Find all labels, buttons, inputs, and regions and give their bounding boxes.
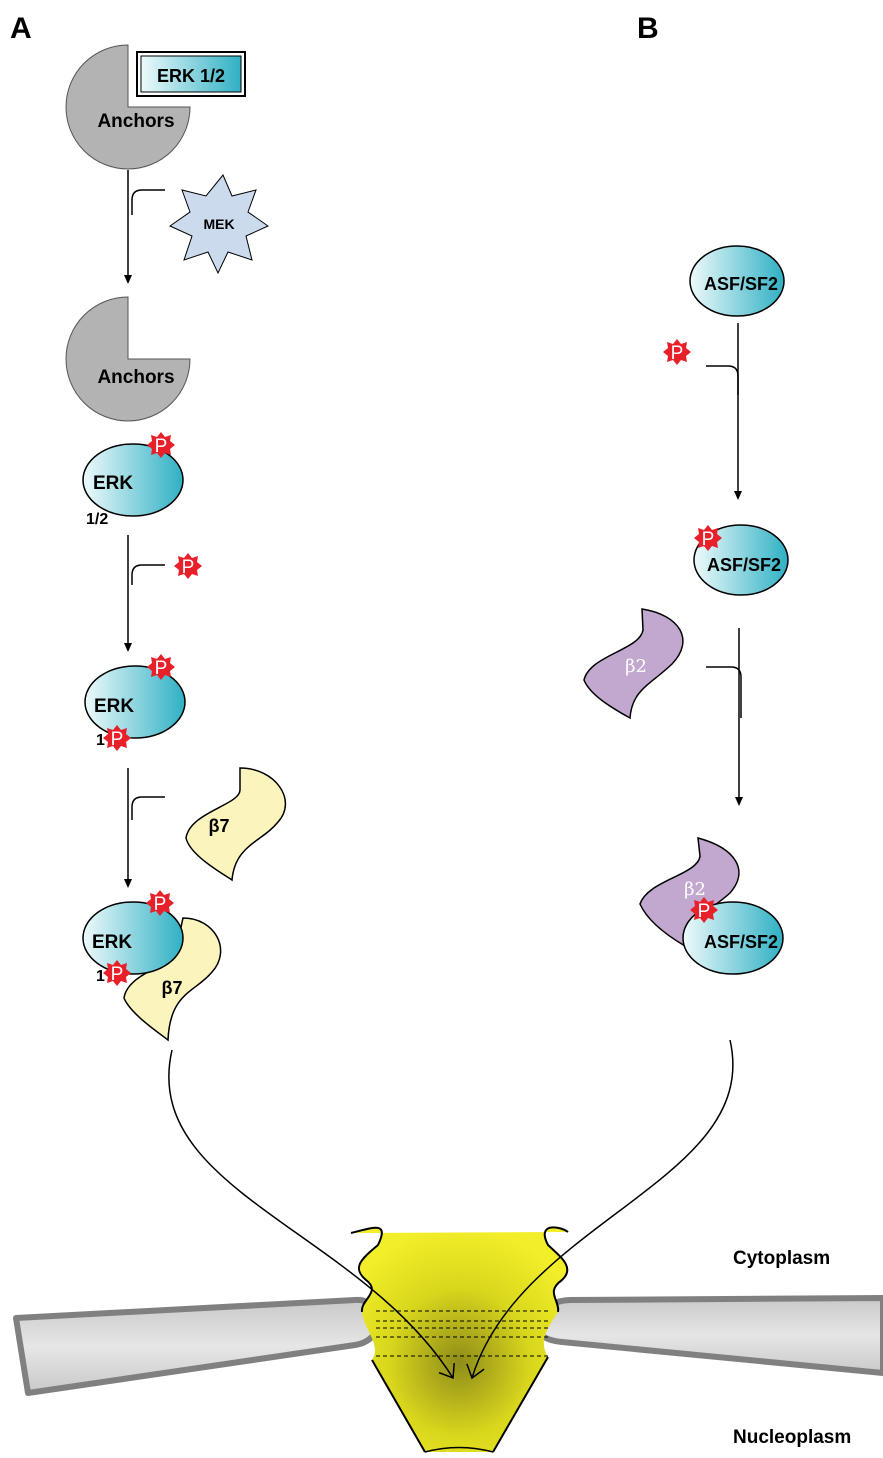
nuclear-membrane-right	[531, 1295, 883, 1376]
svg-text:P: P	[155, 436, 168, 457]
nuclear-membrane-left	[13, 1297, 382, 1396]
beta2-label-free: β2	[625, 656, 647, 677]
anchors-empty: Anchors	[65, 296, 191, 422]
svg-text:P: P	[155, 658, 168, 679]
svg-text:P: P	[702, 529, 715, 550]
svg-text:P: P	[154, 894, 167, 915]
erk-label-1: ERK	[93, 473, 133, 494]
phospho-badge: P	[690, 897, 718, 923]
asf-label-1: ASF/SF2	[704, 274, 778, 294]
erk-phospho-1: ERK 1/2 P	[82, 432, 184, 528]
mek-star: MEK	[168, 174, 270, 275]
panel-label-b: B	[637, 12, 659, 45]
anchors-with-erk: ERK 1/2 Anchors	[65, 44, 246, 170]
asf-label-3: ASF/SF2	[704, 932, 778, 952]
erk-label-2: ERK	[94, 696, 134, 717]
arrow-step-3	[124, 768, 165, 888]
erk-sub-3: 1	[96, 968, 105, 985]
phospho-badge: P	[147, 432, 175, 458]
erk-sub-2: 1	[96, 732, 105, 749]
phospho-badge: P	[146, 890, 174, 916]
anchors-label-1: Anchors	[97, 111, 174, 132]
asf-sf2-2: ASF/SF2 P	[693, 524, 789, 596]
panel-label-a: A	[10, 12, 32, 45]
beta2-free: β2	[583, 608, 684, 720]
svg-text:P: P	[698, 901, 711, 922]
svg-text:P: P	[671, 343, 684, 364]
nuclear-pore-complex	[350, 1226, 569, 1453]
erk-sub-1: 1/2	[86, 511, 108, 528]
arrow-step-b1	[706, 323, 742, 500]
asf-beta2-complex: β2 ASF/SF2 P	[639, 836, 784, 975]
phospho-badge-free-a: P	[174, 553, 202, 579]
svg-text:P: P	[182, 557, 195, 578]
beta7-label-free: β7	[209, 816, 230, 836]
phospho-badge-free-b: P	[663, 339, 691, 365]
svg-text:P: P	[111, 964, 124, 985]
asf-label-2: ASF/SF2	[707, 555, 781, 575]
arrow-step-1	[124, 170, 165, 284]
mek-label: MEK	[203, 216, 234, 232]
import-arrow-a	[168, 1049, 455, 1380]
svg-text:P: P	[111, 729, 124, 750]
import-arrow-b	[466, 1039, 734, 1380]
phospho-badge: P	[103, 960, 131, 986]
erk-phospho-2: ERK 1 P P	[84, 654, 186, 751]
beta7-free: β7	[185, 767, 287, 882]
phospho-badge: P	[147, 654, 175, 680]
erk-label-3: ERK	[92, 932, 132, 953]
beta2-label-bound: β2	[684, 879, 706, 900]
phospho-badge: P	[103, 725, 131, 751]
anchors-label-2: Anchors	[97, 367, 174, 388]
cytoplasm-label: Cytoplasm	[733, 1248, 830, 1269]
nucleoplasm-label: Nucleoplasm	[733, 1427, 851, 1448]
arrow-step-b2	[706, 628, 743, 806]
arrow-step-2	[124, 535, 165, 652]
phospho-badge: P	[694, 525, 722, 551]
erk-box-label: ERK 1/2	[157, 66, 225, 86]
asf-sf2-1: ASF/SF2	[689, 245, 785, 317]
beta7-label-bound: β7	[162, 978, 183, 998]
erk-beta7-complex: ERK 1 β7 P P	[82, 890, 222, 1042]
